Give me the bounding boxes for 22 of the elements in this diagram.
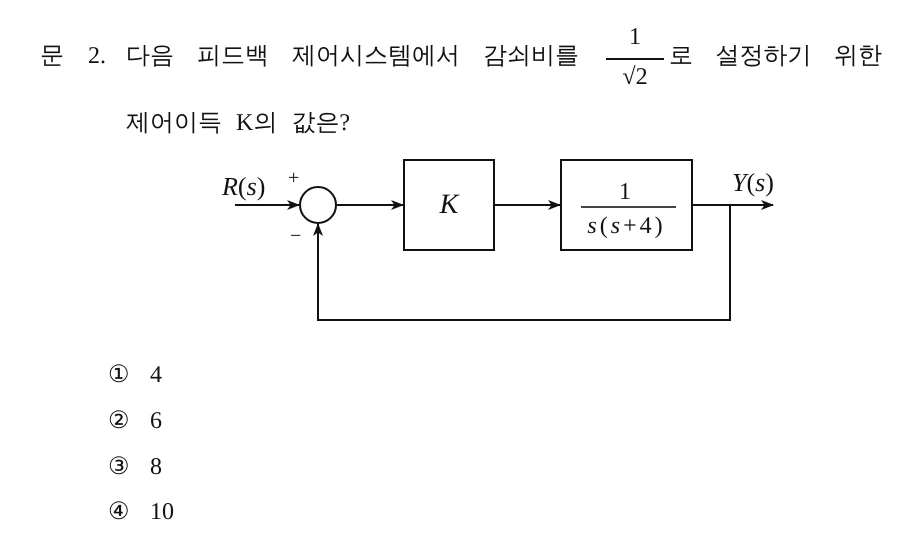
fraction-numerator: 1 <box>618 178 635 206</box>
arrow <box>235 200 300 210</box>
answer-option: ① 4 <box>108 360 162 390</box>
arrow <box>495 200 561 210</box>
fraction-numerator: 1 <box>628 23 642 52</box>
arrow <box>337 200 404 210</box>
answer-option: ③ 8 <box>108 452 162 482</box>
fraction-denominator: s(s+4) <box>586 212 667 240</box>
sign-label: + <box>288 166 300 190</box>
question-text: 다음 피드백 제어시스템에서 감쇠비를 <box>126 42 579 71</box>
question-number: 문 2. <box>40 42 106 71</box>
signal-label: R(s) <box>222 173 266 201</box>
question-text: 로 설정하기 위한 <box>669 42 882 71</box>
gain-block: K <box>403 159 495 251</box>
answer-option: ② 6 <box>108 406 162 436</box>
signal-label: Y(s) <box>732 169 774 197</box>
question-text: 제어이득 K의 값은? <box>126 109 350 138</box>
sign-label: − <box>290 224 302 248</box>
transfer-function-block <box>560 159 693 251</box>
answer-option: ④ 10 <box>108 497 174 527</box>
arrow <box>313 204 731 321</box>
fraction-denominator: √2 <box>621 63 649 92</box>
